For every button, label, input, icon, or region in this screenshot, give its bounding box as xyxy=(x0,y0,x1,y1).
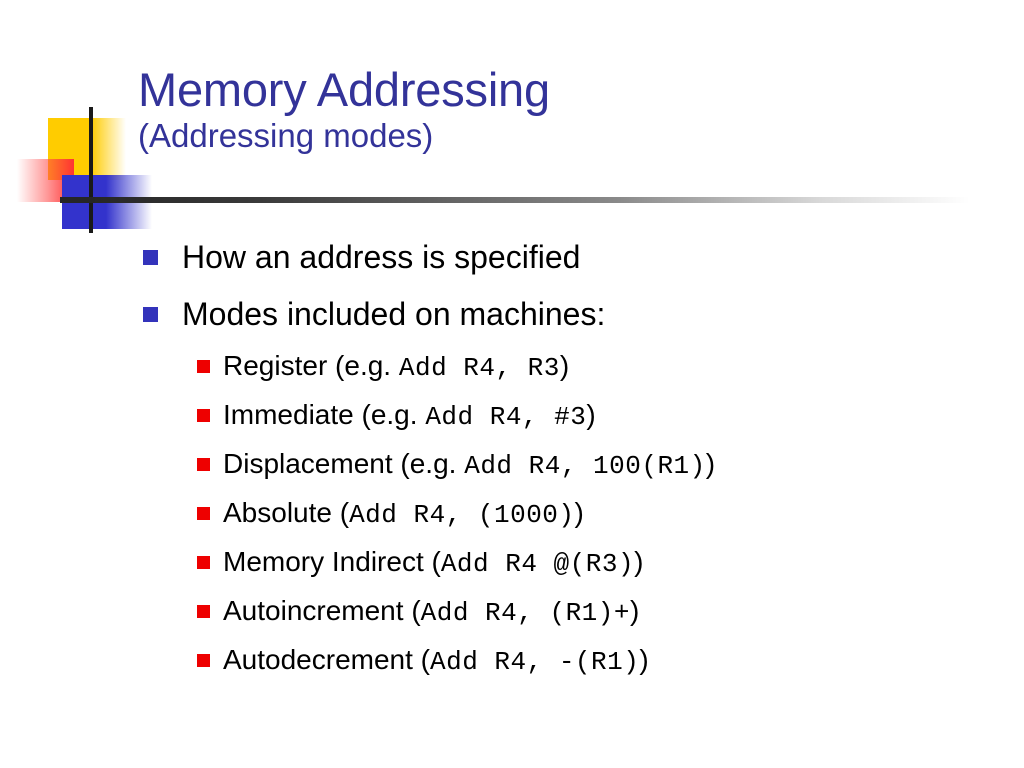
mode-text: Displacement (e.g. Add R4, 100(R1)) xyxy=(223,448,715,482)
mode-tail: ) xyxy=(705,447,716,479)
bullet-text: How an address is specified xyxy=(182,238,581,275)
mode-tail: ) xyxy=(639,643,649,675)
mode-tail: ) xyxy=(574,496,584,528)
mode-item-immediate: Immediate (e.g. Add R4, #3) xyxy=(0,391,1024,440)
title-block: Memory Addressing (Addressing modes) xyxy=(138,64,958,156)
square-bullet-icon xyxy=(197,654,210,667)
mode-label: Immediate (e.g. xyxy=(223,398,426,430)
mode-item-displacement: Displacement (e.g. Add R4, 100(R1)) xyxy=(0,440,1024,489)
square-bullet-icon xyxy=(197,605,210,618)
mode-label: Displacement (e.g. xyxy=(223,447,465,479)
square-bullet-icon xyxy=(197,360,210,373)
slide-body: How an address is specified Modes includ… xyxy=(0,228,1024,685)
mode-code: Add R4, 100(R1) xyxy=(464,450,706,481)
mode-text: Immediate (e.g. Add R4, #3) xyxy=(223,399,596,433)
mode-label: Register (e.g. xyxy=(223,349,399,381)
mode-tail: ) xyxy=(559,349,570,381)
mode-text: Autoincrement (Add R4, (R1)+) xyxy=(223,595,639,629)
bullet-item-how-an-address-is-specified: How an address is specified xyxy=(0,228,1024,285)
vertical-line-icon xyxy=(89,107,93,233)
square-bullet-icon xyxy=(197,556,210,569)
mode-code: Add R4, R3 xyxy=(398,352,560,383)
mode-tail: ) xyxy=(586,398,596,430)
mode-text: Register (e.g. Add R4, R3) xyxy=(223,350,569,384)
mode-code: Add R4, (R1)+ xyxy=(420,597,630,628)
mode-tail: ) xyxy=(634,545,644,577)
mode-item-autodecrement: Autodecrement (Add R4, -(R1)) xyxy=(0,636,1024,685)
title-divider xyxy=(60,197,970,203)
mode-label: Absolute ( xyxy=(223,496,350,528)
mode-item-memory-indirect: Memory Indirect (Add R4 @(R3)) xyxy=(0,538,1024,587)
yellow-square-icon xyxy=(48,118,126,180)
bullet-item-modes-included-on-machines: Modes included on machines: xyxy=(0,285,1024,342)
square-bullet-icon xyxy=(197,458,210,471)
mode-label: Memory Indirect ( xyxy=(223,545,441,577)
mode-text: Memory Indirect (Add R4 @(R3)) xyxy=(223,546,643,580)
page-title: Memory Addressing xyxy=(138,63,550,116)
square-bullet-icon xyxy=(197,409,210,422)
mode-item-autoincrement: Autoincrement (Add R4, (R1)+) xyxy=(0,587,1024,636)
mode-code: Add R4 @(R3) xyxy=(440,548,635,579)
mode-text: Absolute (Add R4, (1000)) xyxy=(223,497,584,531)
mode-tail: ) xyxy=(629,594,640,626)
mode-label: Autodecrement ( xyxy=(223,643,430,675)
page-subtitle: (Addressing modes) xyxy=(138,117,434,154)
mode-code: Add R4, #3 xyxy=(425,401,587,432)
square-bullet-icon xyxy=(197,507,210,520)
mode-label: Autoincrement ( xyxy=(223,594,421,626)
mode-item-register: Register (e.g. Add R4, R3) xyxy=(0,342,1024,391)
mode-code: Add R4, (1000) xyxy=(349,499,575,530)
square-bullet-icon xyxy=(143,250,158,265)
red-square-icon xyxy=(17,159,74,202)
mode-text: Autodecrement (Add R4, -(R1)) xyxy=(223,644,649,678)
square-bullet-icon xyxy=(143,307,158,322)
mode-code: Add R4, -(R1) xyxy=(430,646,640,677)
mode-item-absolute: Absolute (Add R4, (1000)) xyxy=(0,489,1024,538)
bullet-text: Modes included on machines: xyxy=(182,295,606,332)
